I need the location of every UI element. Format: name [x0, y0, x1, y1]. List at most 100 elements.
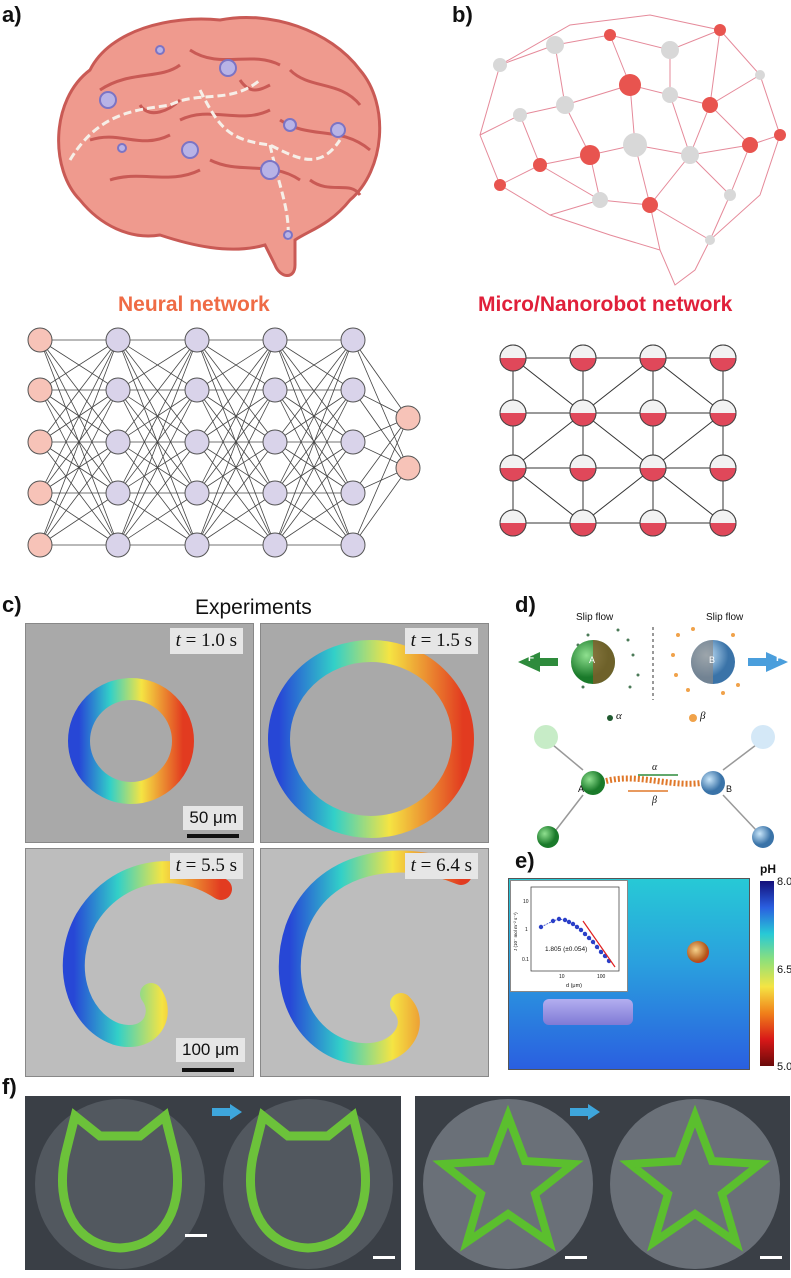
inset-point [570, 921, 576, 927]
star-photos [423, 1099, 782, 1269]
inset-xtick: 100 [597, 974, 606, 980]
force-label-left: F [528, 653, 535, 664]
frame-2-tvar: t [410, 630, 416, 651]
robot-node [639, 344, 667, 372]
force-arrow-left [518, 652, 558, 672]
inset-annotation: 1.805 (±0.054) [545, 946, 587, 953]
panel-label-e: e) [515, 848, 535, 873]
panel-label-f: f) [2, 1074, 17, 1099]
inset-series [540, 918, 610, 962]
frame-4: t = 6.4 s [260, 848, 489, 1077]
inset-point [582, 931, 588, 937]
hidden-node [184, 377, 210, 403]
robot-node [569, 399, 597, 427]
frame-1-time: = 1.0 s [180, 630, 237, 651]
flow-alpha-label: α [652, 762, 658, 773]
hidden-node [184, 429, 210, 455]
experiments-title: Experiments [195, 596, 312, 619]
panel-label-d: d) [515, 592, 536, 617]
frame-1-tvar: t [175, 630, 181, 651]
arc-4 [278, 850, 472, 1066]
node-blue-start [751, 725, 775, 749]
cat-photos [35, 1099, 395, 1269]
hidden-node [105, 327, 131, 353]
frame-1: t = 1.0 s 50 μm [25, 623, 254, 843]
microrobot-sphere [687, 941, 709, 963]
robot-node [709, 344, 737, 372]
frame-2: t = 1.5 s [260, 623, 489, 843]
microrobot-rod [543, 999, 633, 1025]
ph-map: 1.805 (±0.054) d (μm) J (10⁻ mol m⁻² s⁻¹) 1… [508, 878, 750, 1070]
frame-2-time: = 1.5 s [415, 630, 472, 651]
output-node [395, 405, 421, 431]
output-node [395, 455, 421, 481]
hidden-node [262, 377, 288, 403]
hidden-node [262, 532, 288, 558]
inset-xlabel: d (μm) [566, 983, 582, 989]
hidden-node [184, 532, 210, 558]
scale-label-50: 50 μm [183, 806, 243, 830]
robot-node [709, 509, 737, 537]
robot-node [499, 399, 527, 427]
hidden-node [105, 480, 131, 506]
particle-b-label: B [709, 655, 716, 665]
arrow-cat [212, 1104, 242, 1120]
inset-point [566, 919, 572, 925]
inset-point [590, 939, 596, 945]
inset-point [550, 918, 556, 924]
neural-network-title: Neural network [118, 293, 270, 316]
neural-network-diagram [27, 327, 421, 558]
inset-point [562, 917, 568, 923]
panel-label-b: b) [452, 2, 473, 27]
hidden-node [262, 429, 288, 455]
robot-node [639, 509, 667, 537]
hidden-node [340, 532, 366, 558]
frame-3-time: = 5.5 s [180, 855, 237, 876]
hidden-node [105, 429, 131, 455]
panel-label-c: c) [2, 592, 22, 617]
robot-node [709, 454, 737, 482]
photo-group-cat [25, 1096, 401, 1270]
hidden-node [340, 429, 366, 455]
inset-point [598, 949, 604, 955]
input-node [27, 532, 53, 558]
frame-4-time: = 6.4 s [415, 855, 472, 876]
ph-colorbar [760, 881, 774, 1066]
brain-illustration [57, 15, 382, 277]
colorbar-tick-low: 5.0 [777, 1061, 791, 1073]
force-arrow-right [748, 652, 788, 672]
inset-ylabel: J (10⁻ mol m⁻² s⁻¹) [513, 912, 518, 951]
inset-ytick: 1 [525, 927, 528, 933]
flow-band [605, 775, 702, 787]
input-node [27, 327, 53, 353]
hidden-node [262, 480, 288, 506]
inset-plot: 1.805 (±0.054) d (μm) J (10⁻ mol m⁻² s⁻¹) 1… [510, 880, 628, 992]
frame-4-tvar: t [410, 855, 416, 876]
hidden-node [184, 480, 210, 506]
legend-beta-dot [689, 714, 697, 722]
inset-ytick: 0.1 [522, 957, 529, 963]
hidden-node [262, 327, 288, 353]
hidden-node [105, 532, 131, 558]
inset-point [556, 916, 562, 922]
hidden-node [105, 377, 131, 403]
scale-bar-50 [187, 834, 239, 838]
legend-beta-label: β [700, 710, 706, 722]
node-green-end [537, 826, 559, 848]
slip-flow-right: Slip flow [706, 612, 744, 623]
robot-node [499, 509, 527, 537]
inset-xtick: 10 [559, 974, 565, 980]
robot-node [709, 399, 737, 427]
colorbar-tick-high: 8.0 [777, 876, 791, 888]
node-green-start [534, 725, 558, 749]
legend-alpha-dot [607, 715, 613, 721]
inset-fit-line [582, 920, 616, 968]
particle-a-label: A [589, 655, 596, 665]
robot-grid-diagram [499, 344, 737, 537]
phoretic-diagram [518, 627, 788, 848]
inset-point [578, 927, 584, 933]
inset-point [574, 924, 580, 930]
slip-flow-left: Slip flow [576, 612, 614, 623]
input-node [27, 429, 53, 455]
hidden-node [340, 377, 366, 403]
